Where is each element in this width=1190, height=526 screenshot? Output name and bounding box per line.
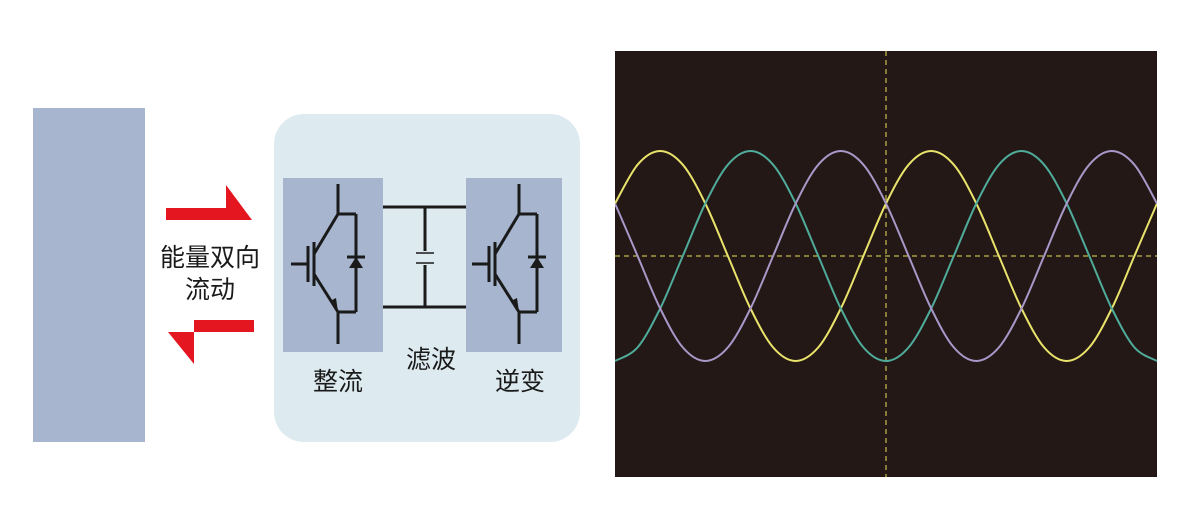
rectifier-igbt-icon <box>291 184 365 344</box>
bidirectional-arrows <box>166 185 254 364</box>
grid-block <box>33 108 145 442</box>
filter-label: 滤波 <box>405 345 456 374</box>
energy-flow-line-2: 流动 <box>184 275 235 304</box>
waveform-plot <box>615 51 1157 477</box>
energy-flow-label: 能量双向 流动 <box>150 242 270 306</box>
rectifier-label: 整流 <box>312 367 363 396</box>
phase-c-series <box>615 149 1157 363</box>
energy-flow-line-1: 能量双向 <box>159 243 260 272</box>
circuit-diagram <box>291 184 546 344</box>
left-arrow-icon <box>168 320 254 364</box>
inverter-label: 逆变 <box>494 367 545 396</box>
inverter-igbt-icon <box>472 184 546 344</box>
right-arrow-icon <box>166 185 252 220</box>
waveform-display <box>615 51 1157 477</box>
